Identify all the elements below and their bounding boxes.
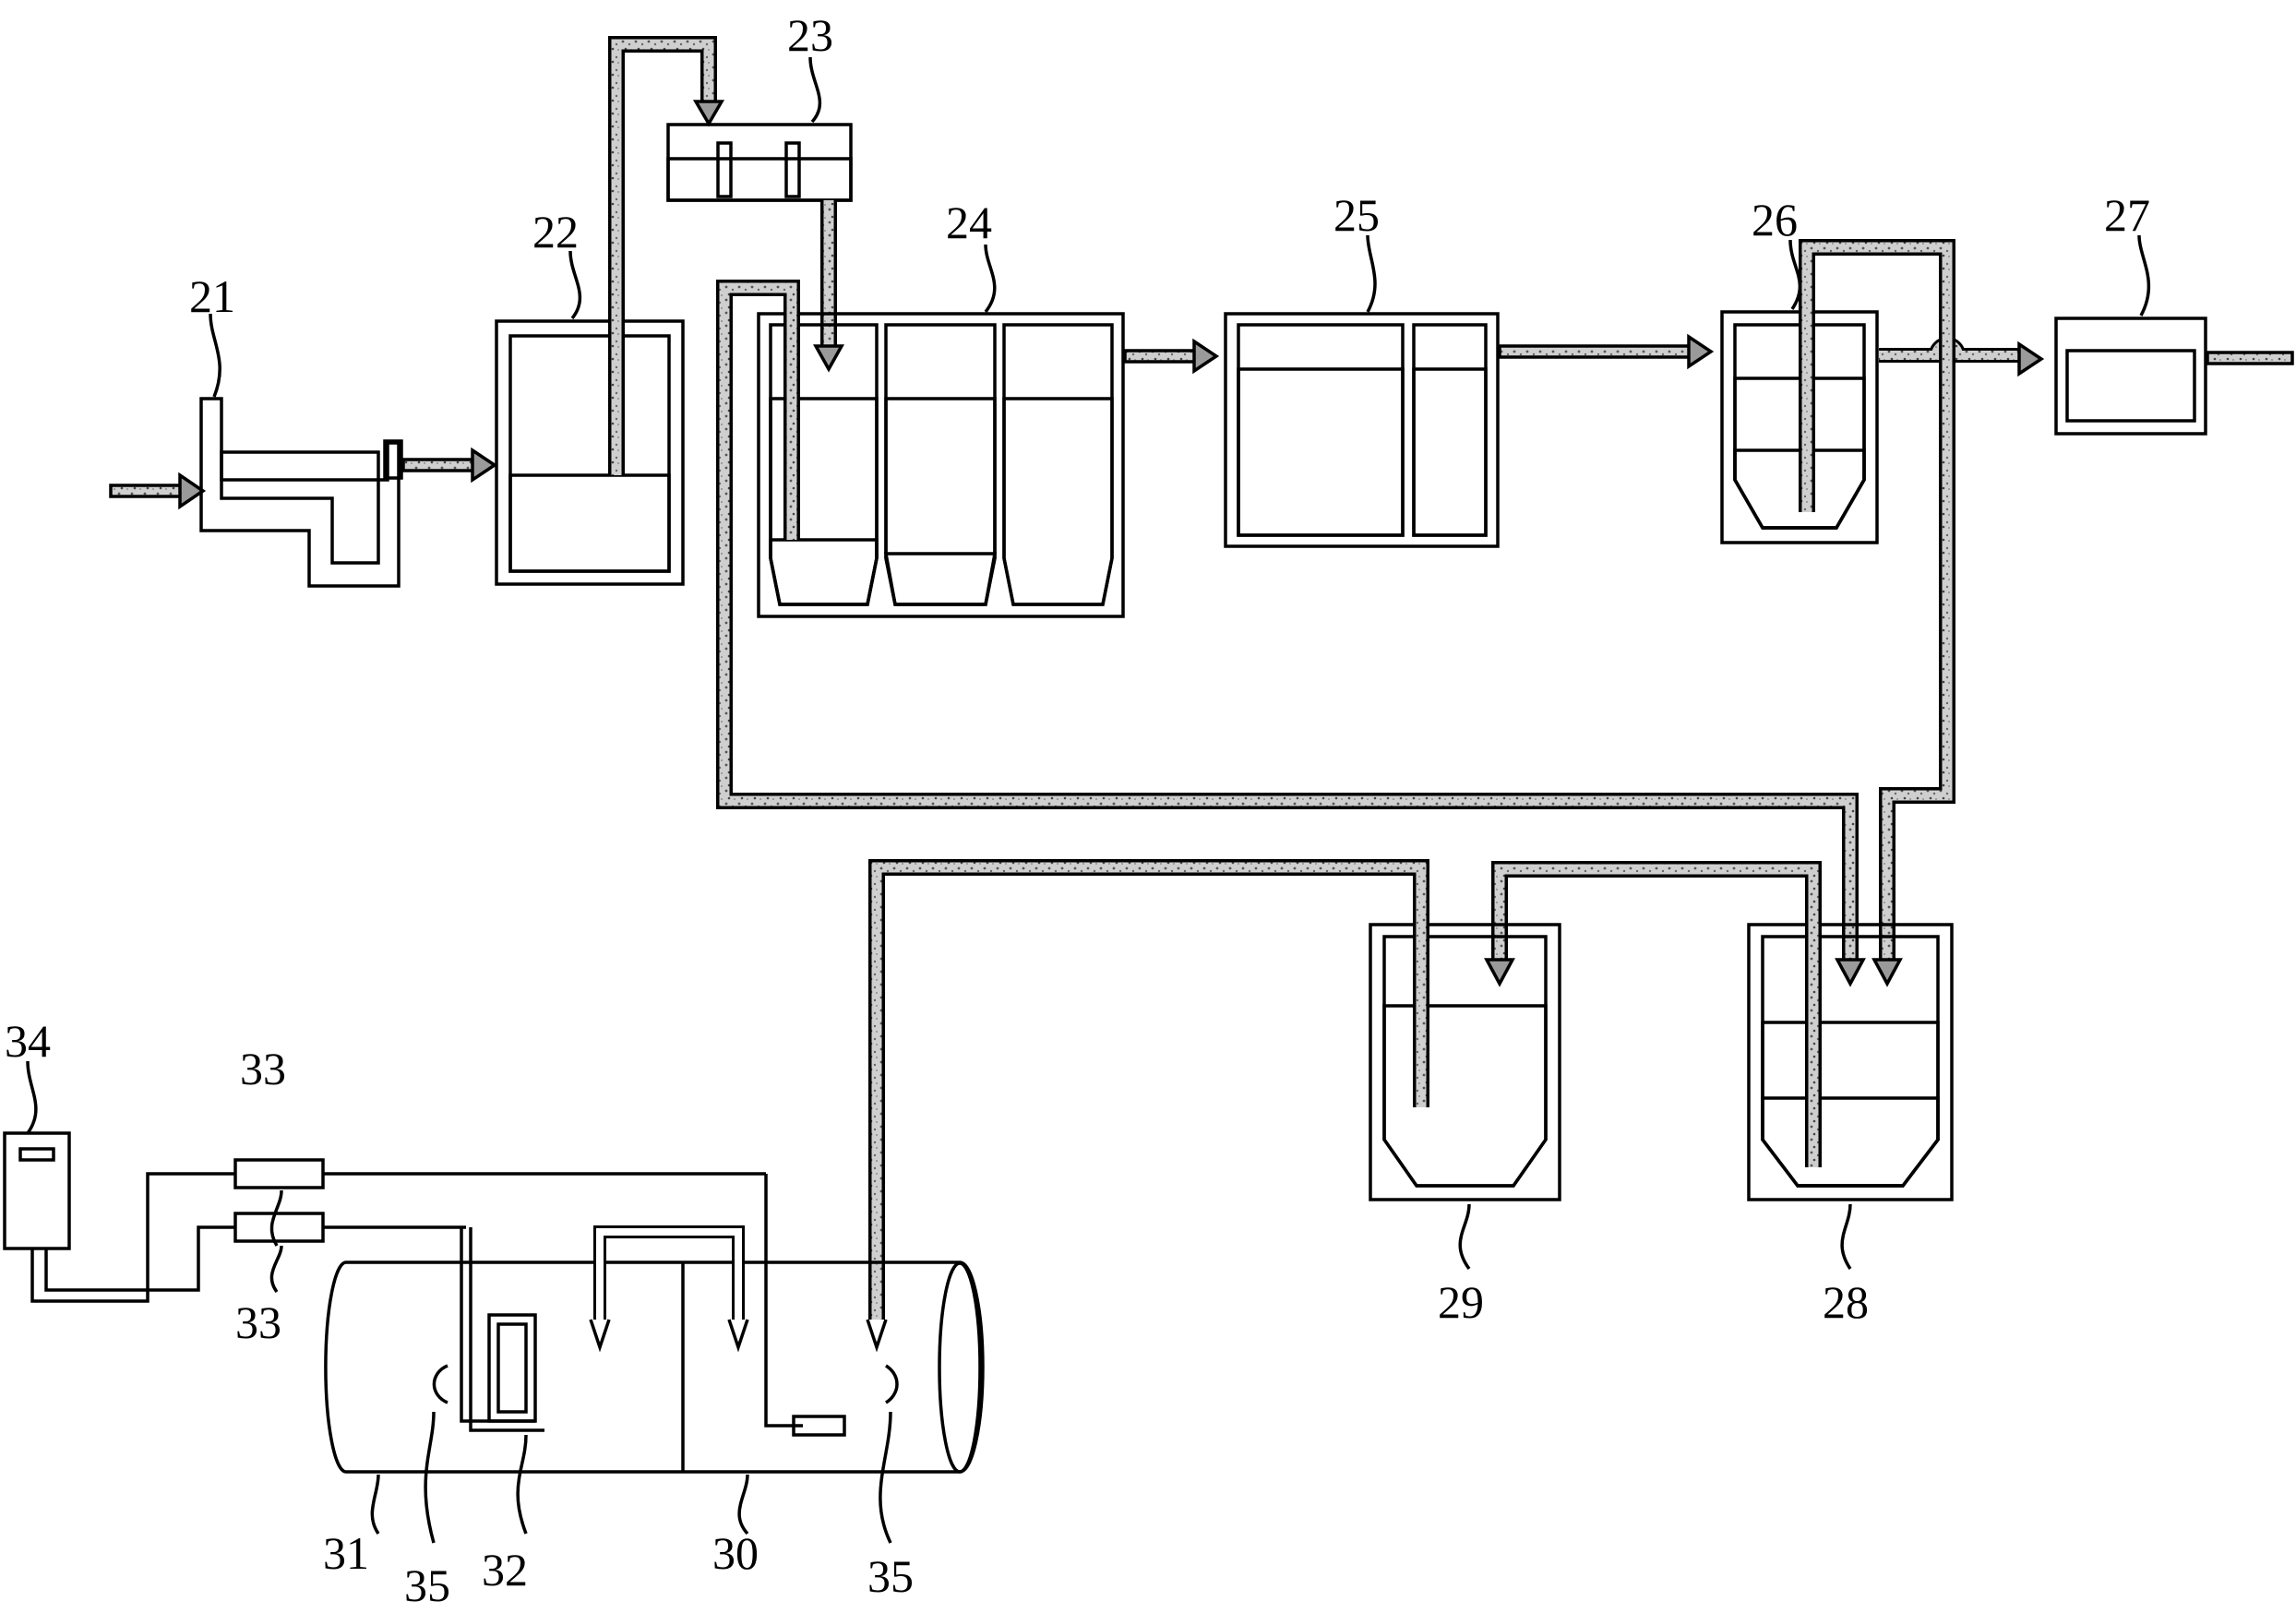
pipe-29-to-30	[868, 859, 1429, 1320]
leader-lines	[26, 56, 2151, 1544]
unit-22-regulating-tank	[495, 319, 685, 586]
pipe-21-to-22	[401, 447, 498, 484]
label-23: 23	[787, 9, 833, 61]
unit-23-dosing-tank	[666, 123, 853, 202]
pipe-28-to-29	[1484, 861, 1822, 1167]
wiring	[30, 1172, 766, 1303]
label-32: 32	[482, 1544, 528, 1595]
label-24: 24	[946, 197, 992, 248]
label-31: 31	[323, 1527, 369, 1579]
unit-21-grit-chamber	[199, 397, 403, 588]
unit-24-reaction-tank	[757, 312, 1125, 618]
pipe-26-to-27	[1879, 337, 2045, 377]
label-29: 29	[1438, 1276, 1484, 1328]
unit-28-sludge-thickener	[1747, 923, 1954, 1201]
label-34: 34	[5, 1015, 51, 1067]
label-35-left: 35	[404, 1559, 450, 1611]
label-25: 25	[1333, 189, 1380, 241]
unit-30-31-cylindrical-reactor	[324, 1174, 985, 1474]
label-22: 22	[532, 206, 579, 257]
label-28: 28	[1823, 1276, 1869, 1328]
unit-34-power-supply	[3, 1131, 71, 1250]
pipe-26-sludge-to-28	[1799, 239, 1955, 987]
label-35-right: 35	[867, 1550, 914, 1602]
pipe-23-to-24	[813, 200, 844, 373]
label-26: 26	[1752, 194, 1798, 245]
inflow-pipe	[109, 472, 207, 510]
pipe-25-to-26	[1498, 333, 1715, 370]
pipe-24-to-25	[1123, 338, 1220, 375]
unit-25-settling-tank	[1224, 312, 1500, 548]
label-27: 27	[2104, 189, 2150, 241]
label-33-top: 33	[240, 1043, 286, 1094]
outflow-pipe	[2206, 351, 2294, 365]
label-33-bottom: 33	[235, 1296, 281, 1348]
unit-29-sludge-storage	[1369, 923, 1561, 1201]
unit-33-controller-bottom	[233, 1212, 325, 1243]
unit-33-controller-top	[233, 1158, 325, 1189]
pipe-22-to-23	[608, 36, 725, 475]
pipe-24-sludge-to-28	[716, 280, 1866, 987]
label-21: 21	[189, 270, 235, 322]
unit-27-effluent-tank	[2054, 317, 2207, 436]
label-30: 30	[712, 1527, 759, 1579]
